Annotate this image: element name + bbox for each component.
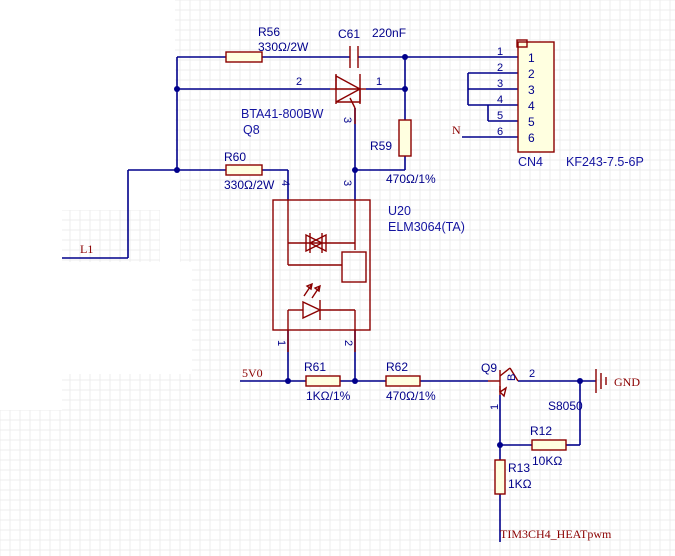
net-label-pwm: TIM3CH4_HEATpwm (500, 527, 612, 541)
u20-pin1-label: 1 (275, 340, 287, 346)
r59-resistor: R59 470Ω/1% (370, 119, 436, 186)
net-label-l1: L1 (80, 242, 93, 256)
u20-pin3-label: 3 (341, 180, 353, 186)
q9-part: S8050 (548, 399, 583, 413)
c61-value: 220nF (372, 26, 406, 40)
cn4-pin-3: 3 (528, 83, 535, 97)
cn4-part: KF243-7.5-6P (566, 155, 644, 169)
mask-area-left (0, 210, 62, 410)
r56-resistor: R56 330Ω/2W (225, 25, 309, 63)
mask-area-gap (160, 170, 180, 266)
q8-pin1-label: 1 (376, 76, 382, 88)
q8-pin2-label: 2 (296, 76, 302, 88)
cn4-wire-pin-1: 1 (497, 46, 503, 58)
u20-pin2-label: 2 (342, 340, 354, 346)
cn4-pin-labels: 1 1 2 2 3 3 4 4 5 5 6 6 (497, 46, 535, 145)
net-label-n: N (452, 123, 461, 137)
u20-optocoupler: 3 1 2 U20 ELM3064(TA) (272, 180, 465, 352)
u20-ref: U20 (388, 204, 411, 218)
cn4-connector: 1 1 2 2 3 3 4 4 5 5 6 6 CN4 KF243-7.5-6P (497, 39, 644, 169)
r60-pin-label: 4 (279, 180, 291, 186)
c61-capacitor: C61 220nF (338, 26, 406, 68)
cn4-wire-pin-3: 3 (497, 78, 503, 90)
r61-resistor: R61 1KΩ/1% (304, 360, 351, 403)
u20-part: ELM3064(TA) (388, 220, 465, 234)
junctions (174, 54, 583, 448)
r60-resistor: R60 330Ω/2W 4 (224, 150, 291, 192)
r12-ref: R12 (530, 424, 552, 438)
q8-part: BTA41-800BW (241, 107, 324, 121)
r60-value: 330Ω/2W (224, 178, 275, 192)
r13-value: 1KΩ (508, 477, 532, 491)
q9-pin1-label: 1 (489, 404, 501, 410)
cn4-pin-2: 2 (528, 67, 535, 81)
cn4-wire-pin-5: 5 (497, 110, 503, 122)
mask-area-mid (62, 262, 192, 374)
r12-resistor: R12 10KΩ (530, 424, 567, 468)
r61-value: 1KΩ/1% (306, 389, 351, 403)
cn4-pin-1: 1 (528, 51, 535, 65)
wires (62, 56, 596, 542)
r61-ref: R61 (304, 360, 326, 374)
r62-ref: R62 (386, 360, 408, 374)
gnd-symbol: GND (595, 369, 640, 393)
r13-ref: R13 (508, 461, 530, 475)
r59-ref: R59 (370, 139, 392, 153)
q8-triac: 2 1 3 BTA41-800BW Q8 (241, 74, 382, 137)
cn4-pin-6: 6 (528, 131, 535, 145)
q9-transistor: Q9 B 2 1 S8050 (481, 361, 583, 413)
q9-pin-b: B (506, 374, 518, 381)
q8-pin3-label: 3 (341, 117, 353, 123)
net-label-5v0: 5V0 (242, 366, 263, 380)
cn4-pin-4: 4 (528, 99, 535, 113)
q8-ref: Q8 (243, 123, 260, 137)
cn4-pin-5: 5 (528, 115, 535, 129)
r62-resistor: R62 470Ω/1% (385, 360, 436, 403)
cn4-wire-pin-2: 2 (497, 62, 503, 74)
r56-ref: R56 (258, 25, 280, 39)
r59-value: 470Ω/1% (386, 172, 436, 186)
mask-area-top (0, 0, 175, 210)
c61-ref: C61 (338, 27, 360, 41)
r13-resistor: R13 1KΩ (494, 459, 532, 495)
q9-ref: Q9 (481, 361, 497, 375)
r12-value: 10KΩ (532, 454, 562, 468)
q9-pin2-label: 2 (529, 368, 535, 380)
r56-value: 330Ω/2W (258, 40, 309, 54)
r62-value: 470Ω/1% (386, 389, 436, 403)
cn4-wire-pin-4: 4 (497, 94, 503, 106)
gnd-net-label: GND (614, 375, 640, 389)
r60-ref: R60 (224, 150, 246, 164)
cn4-wire-pin-6: 6 (497, 126, 503, 138)
cn4-ref: CN4 (518, 155, 543, 169)
